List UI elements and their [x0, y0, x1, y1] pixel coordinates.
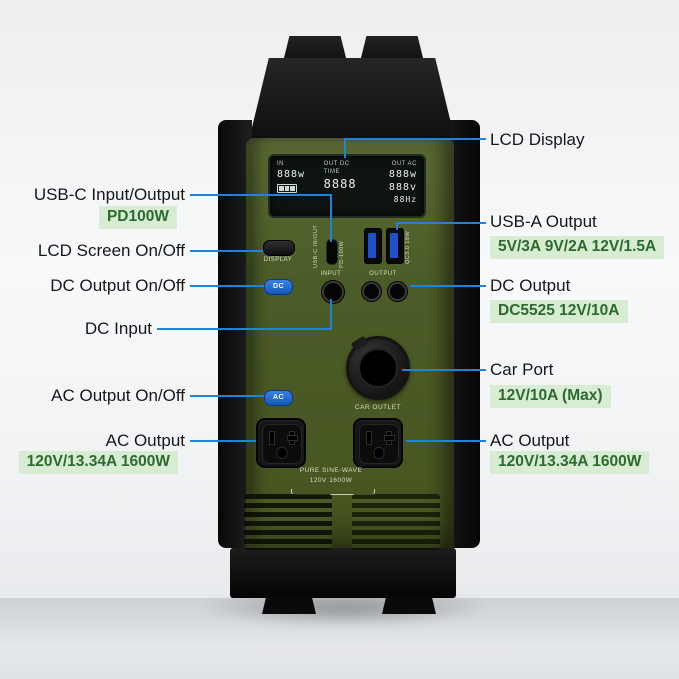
callout-line-usba-v — [396, 222, 398, 230]
label-ac-output-right: AC Output — [490, 431, 570, 450]
ac-power-button: AC — [264, 390, 293, 406]
dc-input-label: INPUT — [320, 271, 342, 277]
vent-grille-left — [244, 494, 332, 550]
lcd-dc-column: OUT DC TIME 8888 — [324, 161, 371, 211]
callout-line-lcd-display-v — [344, 138, 346, 158]
power-rating-label: 120V 1600W — [309, 477, 353, 484]
dc-input-port — [322, 281, 344, 303]
car-outlet-label: CAR OUTLET — [354, 404, 402, 411]
dc-output-label: OUTPUT — [369, 271, 397, 277]
lcd-dc-value: 8888 — [323, 177, 357, 191]
callout-line-dc-input-v — [330, 299, 332, 330]
callout-line-lcd-display — [345, 138, 486, 140]
label-lcd-display: LCD Display — [490, 130, 585, 149]
lcd-time-label: TIME — [323, 169, 341, 175]
usbc-pd-label: PD-100W — [339, 240, 345, 268]
battery-icon — [277, 184, 297, 193]
badge-pd100w: PD100W — [98, 206, 177, 229]
handle-tab-left — [283, 36, 347, 62]
badge-dc-output: DC5525 12V/10A — [490, 300, 628, 323]
callout-line-ac-left — [190, 440, 256, 442]
badge-car-port: 12V/10A (Max) — [490, 385, 611, 408]
vent-grille-right — [352, 494, 440, 550]
dc-output-port-2 — [388, 282, 407, 301]
usb-a-port-1 — [364, 228, 382, 264]
usb-a-port-2 — [386, 228, 404, 264]
handle-tab-right — [360, 36, 424, 62]
outlet-bracket — [291, 489, 375, 495]
label-dc-onoff: DC Output On/Off — [50, 276, 185, 295]
carry-handle — [248, 58, 456, 144]
lcd-ac-hertz: 88Hz — [393, 195, 418, 204]
usba-qc-label: QC3.0 18W — [405, 230, 411, 264]
ac-outlet-right-face — [359, 424, 399, 464]
callout-line-dc-onoff — [190, 285, 264, 287]
usbc-port-label: USB-C IN/OUT — [313, 225, 320, 268]
foot-right — [382, 596, 436, 614]
car-outlet-cap — [358, 348, 398, 388]
label-car-port: Car Port — [490, 360, 554, 379]
badge-usba: 5V/3A 9V/2A 12V/1.5A — [490, 236, 665, 259]
floor — [0, 598, 679, 679]
callout-line-lcd-onoff — [190, 250, 263, 252]
device-base — [230, 548, 456, 598]
display-button — [263, 240, 295, 256]
sine-wave-label: PURE SINE-WAVE — [299, 467, 363, 474]
lcd-in-value: 888w — [277, 169, 306, 180]
dc-power-button: DC — [264, 279, 293, 295]
lcd-ac-watts: 888w — [388, 169, 418, 180]
label-dc-input: DC Input — [84, 319, 152, 338]
label-usba-output: USB-A Output — [490, 212, 597, 231]
display-button-label: DISPLAY — [263, 257, 293, 263]
foot-left — [262, 596, 316, 614]
label-usbc-io: USB-C Input/Output — [33, 185, 185, 204]
badge-ac-right: 120V/13.34A 1600W — [490, 451, 650, 474]
callout-line-usbc — [190, 194, 332, 196]
usbc-label-line2: IN/OUT — [313, 224, 319, 247]
callout-line-dc-output — [410, 285, 486, 287]
usbc-label-line1: USB-C — [313, 248, 319, 268]
callout-line-ac-right — [406, 440, 486, 442]
lcd-screen: IN 888w OUT DC TIME 8888 OUT AC 888w 888… — [268, 154, 426, 218]
callout-line-dc-input — [157, 328, 332, 330]
usb-c-port — [327, 240, 337, 264]
badge-ac-left: 120V/13.34A 1600W — [18, 451, 178, 474]
lcd-in-column: IN 888w — [277, 161, 324, 211]
label-lcd-onoff: LCD Screen On/Off — [37, 241, 185, 260]
callout-line-ac-onoff — [190, 395, 264, 397]
label-ac-output-left: AC Output — [105, 431, 185, 450]
lcd-ac-column: OUT AC 888w 888v 88Hz — [370, 161, 417, 211]
lcd-out-dc-label: OUT DC — [323, 161, 350, 167]
callout-line-usba — [396, 222, 486, 224]
lcd-in-label: IN — [277, 161, 284, 167]
label-dc-output: DC Output — [490, 276, 571, 295]
callout-line-car-port — [402, 369, 486, 371]
lcd-ac-volts: 888v — [388, 182, 418, 193]
callout-line-usbc-v — [330, 194, 332, 242]
dc-output-port-1 — [362, 282, 381, 301]
lcd-out-ac-label: OUT AC — [391, 161, 418, 167]
ac-outlet-right — [353, 418, 403, 468]
label-ac-onoff: AC Output On/Off — [51, 386, 185, 405]
ac-outlet-left-face — [262, 424, 302, 464]
device-side-right — [450, 120, 480, 548]
ac-outlet-left — [256, 418, 306, 468]
